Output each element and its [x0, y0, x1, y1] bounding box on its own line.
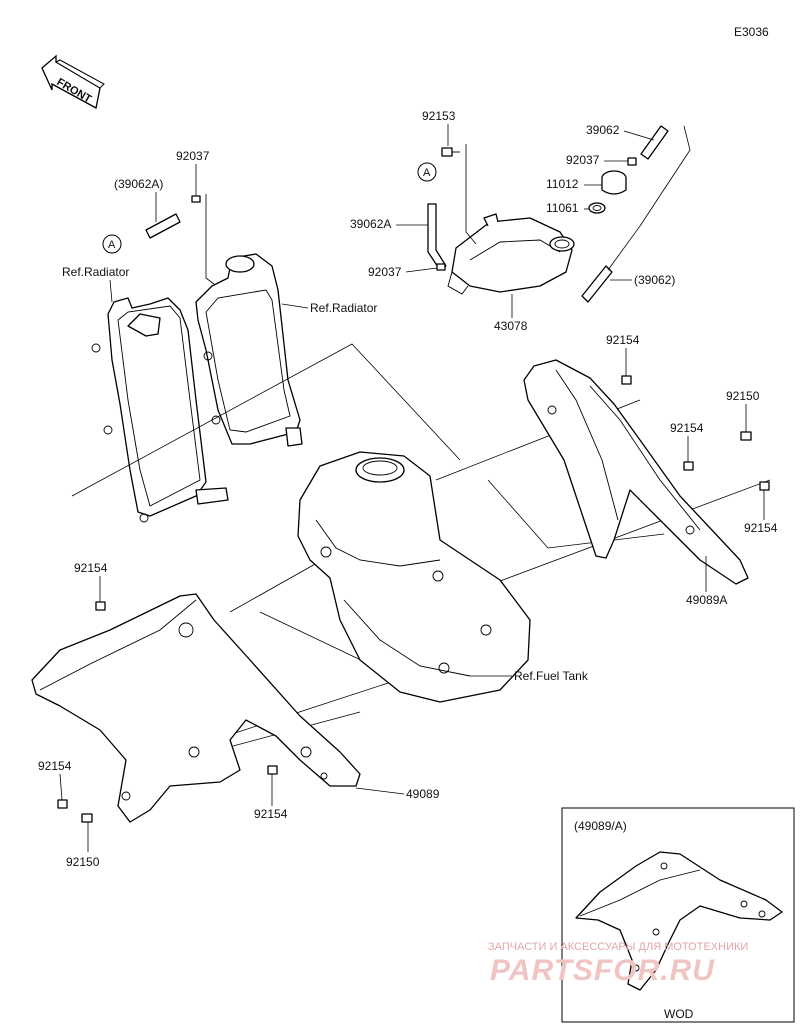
fuel-tank-ref: [297, 451, 531, 703]
radiator-left-ref: [91, 297, 229, 523]
bolt-92150-left: [81, 813, 93, 823]
clamp-92037-mid: [436, 263, 446, 271]
svg-text:A: A: [108, 239, 116, 251]
label-92037-top-right: 92037: [566, 153, 600, 167]
label-92037-left: 92037: [176, 149, 210, 163]
label-92150-left: 92150: [66, 855, 100, 869]
label-39062A-paren: (39062A): [114, 177, 163, 191]
reservoir-tank-43078: [447, 213, 575, 295]
ref-radiator-right-label: Ref.Radiator: [310, 301, 377, 315]
label-92154-left-top: 92154: [74, 561, 108, 575]
label-39062-paren-right: (39062): [634, 273, 675, 287]
ref-radiator-left-label: Ref.Radiator: [62, 265, 129, 279]
hose-39062-lower: [581, 265, 613, 303]
bolt-92154-left-top: [95, 601, 106, 611]
label-39062A: 39062A: [350, 217, 391, 231]
label-92154-center: 92154: [254, 807, 288, 821]
hose-39062A-left: [145, 213, 181, 239]
radiator-right-ref: [195, 253, 303, 447]
inset-title: (49089/A): [574, 819, 627, 833]
front-arrow-icon: FRONT: [41, 54, 105, 109]
hose-39062-top: [640, 125, 669, 160]
bolt-92154-left-mid: [57, 799, 68, 809]
label-49089A: 49089A: [686, 593, 727, 607]
clamp-92037-top-right: [627, 157, 637, 166]
label-92154-right-mid: 92154: [670, 421, 704, 435]
bolt-92153: [441, 147, 460, 157]
bolt-92154-right-top: [621, 375, 632, 385]
label-43078: 43078: [494, 319, 528, 333]
bolt-92150-right: [740, 431, 752, 441]
bolt-92154-right-mid: [683, 461, 694, 471]
inset-shroud: [575, 851, 783, 991]
label-92154-right-top: 92154: [606, 333, 640, 347]
diagram-code: E3036: [734, 25, 769, 39]
inset-box: (49089/A) WOD: [561, 807, 795, 1023]
label-49089: 49089: [406, 787, 440, 801]
gasket-11061: [588, 202, 606, 214]
label-92037-mid: 92037: [368, 265, 402, 279]
shroud-right-49089A: [523, 359, 749, 585]
label-92154-right-low: 92154: [744, 521, 778, 535]
callout-a-top: A: [417, 162, 437, 182]
label-92154-left-mid: 92154: [38, 759, 72, 773]
label-92153: 92153: [422, 109, 456, 123]
label-11061: 11061: [546, 201, 579, 215]
bolt-92154-right-low: [759, 481, 770, 491]
callout-a-left: A: [102, 234, 122, 254]
svg-text:A: A: [423, 167, 431, 179]
watermark-subtitle: ЗАПЧАСТИ И АКСЕССУАРЫ ДЛЯ МОТОТЕХНИКИ: [488, 941, 748, 953]
hose-39062A: [427, 203, 447, 271]
clamp-92037-left: [191, 195, 201, 203]
label-11012: 11012: [546, 177, 579, 191]
label-92150-right: 92150: [726, 389, 760, 403]
cap-11012: [601, 170, 627, 195]
watermark-brand: PARTSFOR.RU: [490, 954, 715, 987]
inset-caption: WOD: [664, 1007, 694, 1021]
ref-fuel-tank-label: Ref.Fuel Tank: [514, 669, 589, 683]
label-39062-top: 39062: [586, 123, 620, 137]
bolt-92154-center: [267, 765, 278, 775]
shroud-left-49089: [31, 593, 361, 823]
watermark: ЗАПЧАСТИ И АКСЕССУАРЫ ДЛЯ МОТОТЕХНИКИ PA…: [488, 941, 748, 987]
